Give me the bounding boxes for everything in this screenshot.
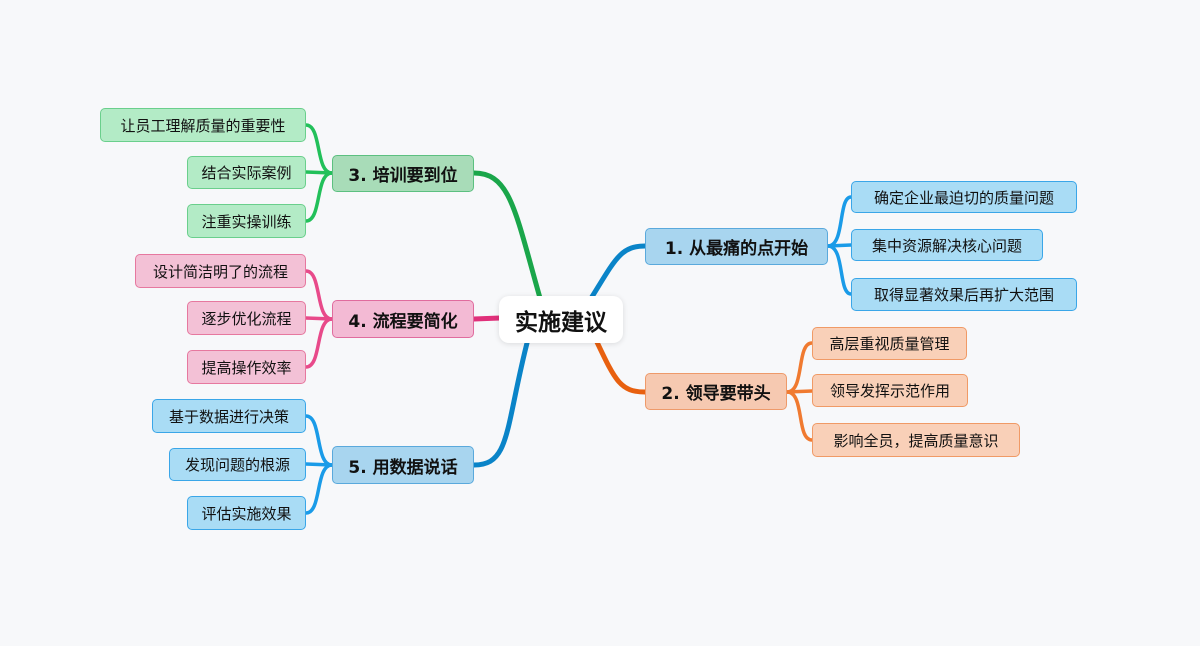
branch-5[interactable]: 5. 用数据说话 <box>332 446 474 484</box>
connector-root-b1 <box>587 243 648 303</box>
connector-root-b5 <box>471 340 530 468</box>
leaf-1-1[interactable]: 确定企业最迫切的质量问题 <box>851 181 1077 213</box>
leaf-4-1[interactable]: 设计简洁明了的流程 <box>135 254 306 288</box>
root-node[interactable]: 实施建议 <box>499 296 623 343</box>
branch-1[interactable]: 1. 从最痛的点开始 <box>645 228 828 265</box>
leaf-1-2[interactable]: 集中资源解决核心问题 <box>851 229 1043 261</box>
leaf-2-3[interactable]: 影响全员，提高质量意识 <box>812 423 1020 457</box>
branch-4[interactable]: 4. 流程要简化 <box>332 300 474 338</box>
leaf-3-3[interactable]: 注重实操训练 <box>187 204 306 238</box>
leaf-1-3[interactable]: 取得显著效果后再扩大范围 <box>851 278 1077 311</box>
leaf-2-1[interactable]: 高层重视质量管理 <box>812 327 967 360</box>
leaf-3-1[interactable]: 让员工理解质量的重要性 <box>100 108 306 142</box>
leaf-4-3[interactable]: 提高操作效率 <box>187 350 306 384</box>
branch-2[interactable]: 2. 领导要带头 <box>645 373 787 410</box>
leaf-5-2[interactable]: 发现问题的根源 <box>169 448 306 481</box>
leaf-5-1[interactable]: 基于数据进行决策 <box>152 399 306 433</box>
leaf-3-2[interactable]: 结合实际案例 <box>187 156 306 189</box>
leaf-5-3[interactable]: 评估实施效果 <box>187 496 306 530</box>
branch-3[interactable]: 3. 培训要到位 <box>332 155 474 192</box>
connector-root-b3 <box>471 170 543 301</box>
connector-root-b2 <box>593 337 648 395</box>
connector-root-b4 <box>471 315 503 322</box>
leaf-4-2[interactable]: 逐步优化流程 <box>187 301 306 335</box>
leaf-2-2[interactable]: 领导发挥示范作用 <box>812 374 968 407</box>
